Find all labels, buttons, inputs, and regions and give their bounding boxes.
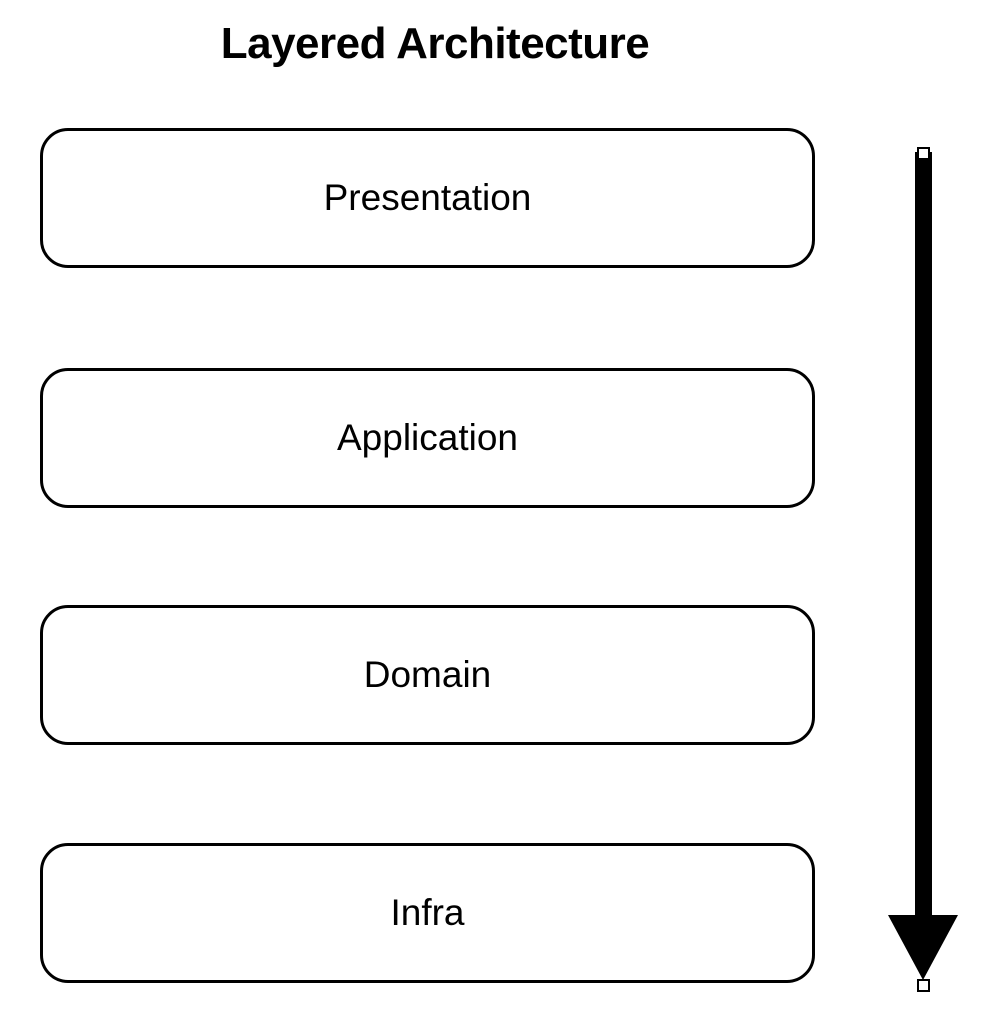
arrow-shaft xyxy=(915,152,932,917)
diagram-title: Layered Architecture xyxy=(220,19,650,68)
arrow-top-handle[interactable] xyxy=(917,147,930,160)
arrow-head-icon xyxy=(888,915,958,980)
layer-label-presentation: Presentation xyxy=(323,177,532,218)
layer-label-infra: Infra xyxy=(390,892,465,933)
layer-box-application[interactable]: Application xyxy=(40,368,815,508)
layer-label-domain: Domain xyxy=(363,654,492,695)
layer-box-infra[interactable]: Infra xyxy=(40,843,815,983)
layer-label-application: Application xyxy=(336,417,518,458)
arrow-bottom-handle[interactable] xyxy=(917,979,930,992)
layer-box-domain[interactable]: Domain xyxy=(40,605,815,745)
layer-box-presentation[interactable]: Presentation xyxy=(40,128,815,268)
